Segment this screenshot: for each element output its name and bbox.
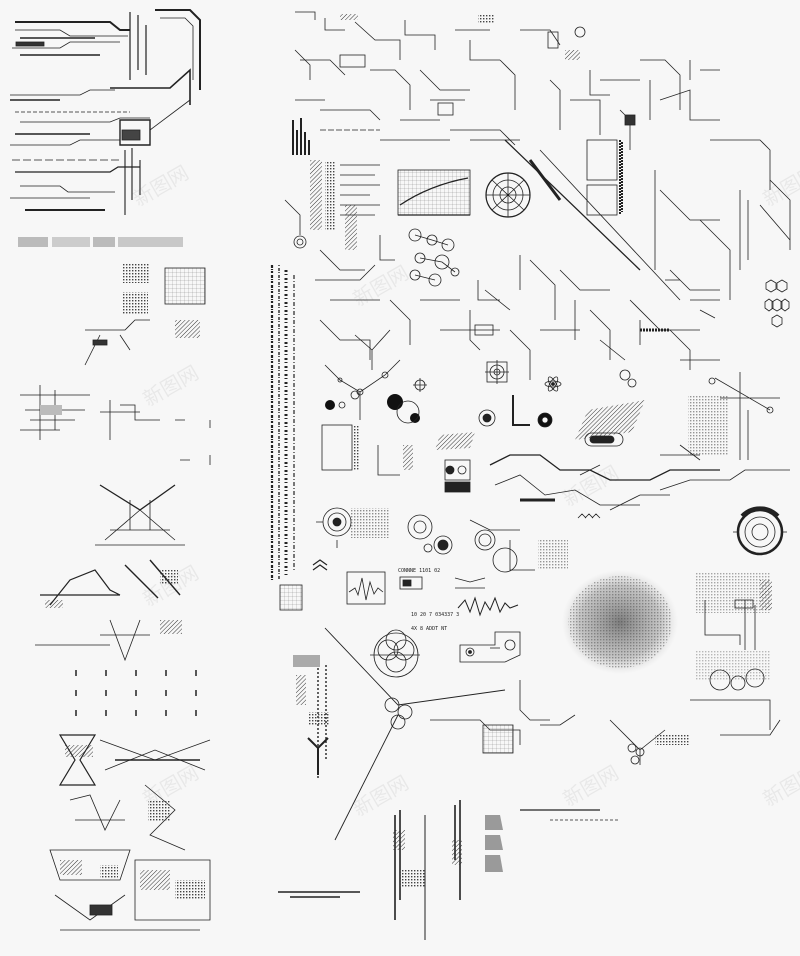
grey-bar — [293, 655, 320, 667]
halftone-sphere-texture — [568, 576, 672, 668]
document-panel — [690, 573, 772, 730]
hatched-panel — [435, 400, 645, 450]
zigzag-traces — [489, 444, 790, 511]
grey-bar — [118, 237, 183, 247]
data-table-block — [310, 160, 380, 250]
atom-icon — [544, 376, 562, 392]
waveform-panel — [346, 571, 386, 605]
tag-labels — [399, 576, 486, 590]
overlapping-circles — [370, 629, 420, 730]
target-ring-icon — [478, 409, 496, 427]
text-block — [688, 395, 728, 455]
text-panel-frame — [321, 424, 353, 471]
grey-tab-stack — [485, 815, 503, 872]
grey-bar — [52, 237, 90, 247]
dot-matrix-panel — [308, 712, 330, 726]
circuit-node-icon — [284, 199, 307, 249]
crosshair-cluster — [20, 385, 211, 465]
ornate-frame-cluster — [49, 734, 211, 931]
vertical-rails — [393, 800, 462, 940]
readout-label: 4X 8 ADDT NT — [411, 626, 448, 632]
dot-matrix-panel — [123, 292, 148, 314]
waveform-line — [457, 596, 519, 617]
barcode-strip — [619, 140, 623, 215]
hatch-panel — [296, 675, 306, 705]
molecule-diagram — [408, 228, 460, 287]
circuit-traces-mid — [315, 235, 720, 380]
hexagon-cluster — [764, 279, 790, 328]
line-chart-widget — [397, 169, 471, 216]
diagonal-trace — [539, 149, 681, 301]
dot-matrix-panel — [122, 263, 150, 283]
diagonal-trace — [528, 159, 562, 201]
readout-label: CONNNE 1101 02 — [398, 568, 441, 574]
chevron-frame — [35, 484, 185, 662]
underline-bar — [278, 891, 360, 898]
pill-toggle — [584, 432, 624, 447]
gauge-widget — [459, 631, 521, 663]
dot-matrix-panel — [352, 425, 360, 470]
ring-pair — [537, 369, 637, 428]
diagonal-trace — [324, 627, 506, 706]
radar-scope-icon — [485, 172, 531, 218]
circuit-traces-top — [294, 11, 720, 150]
grid-panel — [164, 267, 206, 305]
target-ring-icon — [325, 378, 427, 424]
target-ring-icon — [733, 506, 787, 556]
circuit-traces-lower — [430, 680, 781, 821]
hatch-panel — [175, 320, 200, 338]
grey-bar — [93, 237, 115, 247]
concentric-ring-cluster — [316, 507, 390, 548]
hatched-panel — [377, 445, 471, 493]
node-graph — [324, 329, 401, 420]
circuit-traces-right — [654, 139, 791, 319]
grey-bar — [18, 237, 48, 247]
text-panel-frame — [586, 184, 618, 216]
y-connector — [307, 737, 329, 775]
crosshair-lines — [708, 372, 780, 460]
diagonal-trace — [334, 714, 399, 841]
grid-panel — [279, 584, 303, 611]
bracket — [512, 395, 530, 426]
text-panel-frame — [586, 139, 618, 181]
header-bars-group — [10, 9, 201, 215]
readout-label: 10 20 7 034337 3 — [411, 612, 460, 618]
diagonal-trace — [504, 139, 641, 271]
level-bars — [292, 118, 310, 155]
crosshair-icon — [485, 360, 509, 384]
tick-marker-column — [75, 670, 197, 716]
chevron-arrows — [312, 559, 328, 571]
chevron-arrows — [577, 513, 601, 519]
barcode-column — [270, 265, 295, 580]
concentric-ring-cluster — [407, 514, 568, 573]
